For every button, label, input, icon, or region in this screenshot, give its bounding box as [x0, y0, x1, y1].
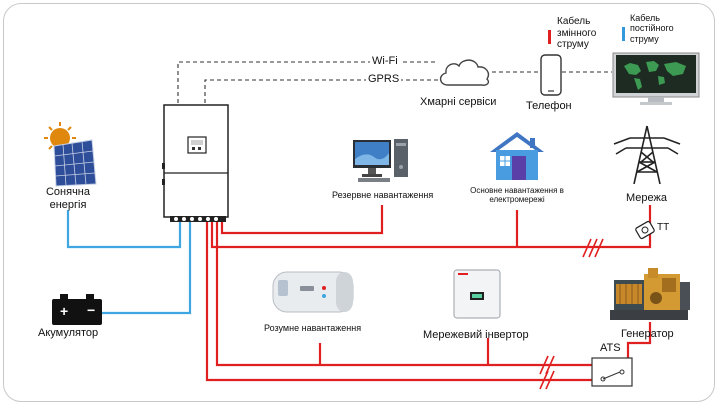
- cloud-label: Хмарні сервіси: [420, 96, 497, 108]
- comm-lines: [177, 61, 612, 103]
- ct-sensor-icon: [635, 220, 655, 240]
- power-tower-icon: [613, 125, 681, 185]
- grid-main-wire: [210, 222, 652, 249]
- house-icon: [490, 132, 544, 180]
- solar-dc-wire: [66, 210, 182, 249]
- pv-panel: [53, 139, 97, 187]
- ats-gen-wire: [626, 322, 652, 365]
- gprs-line: [204, 79, 438, 103]
- diagram-frame: [3, 3, 715, 402]
- ats-box: [591, 357, 633, 387]
- solar-panel-icon: [44, 122, 97, 187]
- grid-label: Мережа: [626, 192, 667, 204]
- battery-dc-wire: [102, 222, 192, 315]
- backup-load-wire: [220, 205, 384, 235]
- solar-label: Сонячна енергія: [45, 186, 91, 211]
- ac-legend-swatch: [548, 30, 551, 44]
- dc-cable-legend: Кабель постійного струму: [630, 13, 674, 44]
- svg-text:−: −: [87, 302, 95, 318]
- generator-label: Генератор: [621, 328, 674, 340]
- hybrid-inverter-icon: [162, 104, 229, 222]
- phone-label: Телефон: [526, 100, 572, 112]
- gprs-label: GPRS: [366, 73, 402, 86]
- desktop-pc-icon: [353, 139, 408, 182]
- cloud-icon: [439, 59, 490, 86]
- water-heater-icon: [272, 271, 354, 313]
- backup-load-label: Резервне навантаження: [332, 190, 434, 200]
- svg-text:+: +: [60, 303, 68, 319]
- ac-wires: [205, 205, 652, 382]
- hash-marks: [539, 238, 604, 390]
- dc-wires: [66, 210, 192, 315]
- battery-icon: + −: [52, 294, 102, 325]
- grid-inverter-label: Мережевий інвертор: [423, 329, 529, 341]
- smart-load-wire: [215, 222, 595, 367]
- monitor-map-icon: [612, 52, 700, 105]
- smart-load-label: Розумне навантаження: [264, 323, 362, 333]
- dc-legend-swatch: [622, 27, 625, 41]
- battery-label: Акумулятор: [38, 327, 99, 339]
- inverter-gen-wire: [205, 222, 595, 382]
- phone-icon: [540, 54, 562, 96]
- generator-icon: [610, 268, 690, 320]
- main-load-label: Основне навантаження в електромережі: [470, 186, 564, 205]
- grid-inverter-icon: [453, 269, 501, 319]
- ats-label: ATS: [600, 342, 621, 354]
- ac-cable-legend: Кабель змінного струму: [557, 16, 597, 50]
- ct-label: TT: [657, 222, 670, 233]
- wifi-label: Wi-Fi: [370, 55, 400, 68]
